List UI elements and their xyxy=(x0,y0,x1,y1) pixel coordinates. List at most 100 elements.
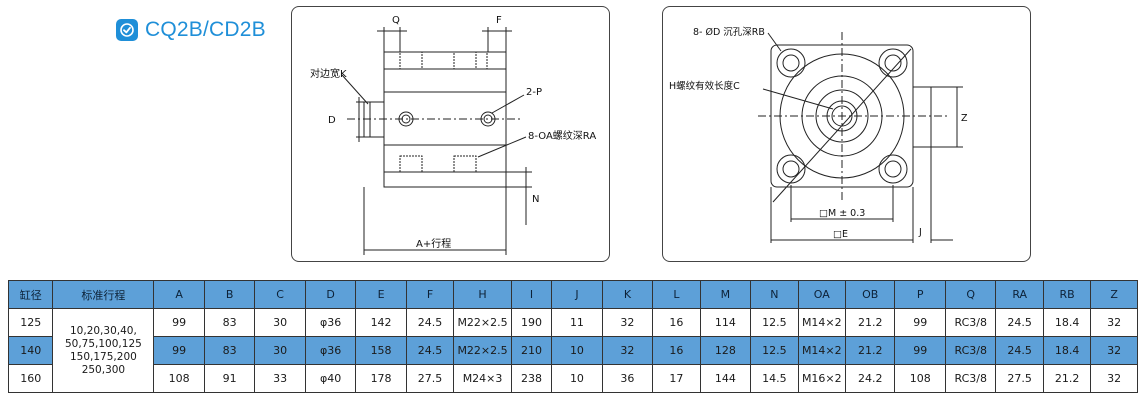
cell-e: 142 xyxy=(355,308,407,337)
cell-d: φ40 xyxy=(304,364,357,393)
cell-k: 32 xyxy=(601,308,654,337)
cell-q: RC3/8 xyxy=(944,364,997,393)
column-header: RA xyxy=(995,280,1044,309)
cell-a: 99 xyxy=(153,336,205,365)
cell-d: φ36 xyxy=(304,308,357,337)
cell-rb: 18.4 xyxy=(1042,336,1092,365)
cell-j: 10 xyxy=(551,336,603,365)
spec-table: 缸径 标准行程 A B C D E F H I J K L M N OA OB … xyxy=(7,280,1138,393)
cell-z: 32 xyxy=(1090,336,1138,365)
column-header: OB xyxy=(845,280,896,309)
cell-ra: 24.5 xyxy=(995,336,1044,365)
column-header: 标准行程 xyxy=(52,280,155,309)
cell-p: 99 xyxy=(894,308,946,337)
cell-d: φ36 xyxy=(304,336,357,365)
cell-f: 24.5 xyxy=(405,336,455,365)
cell-k: 36 xyxy=(601,364,654,393)
cell-e: 178 xyxy=(355,364,407,393)
column-header: D xyxy=(304,280,357,309)
side-p-label: 2-P xyxy=(526,87,542,98)
cell-b: 91 xyxy=(203,364,256,393)
cell-l: 16 xyxy=(652,336,701,365)
product-title-text: CQ2B/CD2B xyxy=(145,18,266,41)
cell-j: 11 xyxy=(551,308,603,337)
cell-c: 30 xyxy=(254,308,306,337)
cell-oa: M14×2 xyxy=(797,308,847,337)
cell-oa: M16×2 xyxy=(797,364,847,393)
cell-m: 128 xyxy=(699,336,752,365)
product-title: CQ2B/CD2B xyxy=(116,18,266,42)
front-view-drawing: 8- ØD 沉孔深RB H螺纹有效长度C Z □M ± 0.3 □E J xyxy=(662,6,1031,262)
cell-bore: 125 xyxy=(7,308,54,337)
cell-i: 190 xyxy=(510,308,553,337)
cell-p: 108 xyxy=(894,364,946,393)
cell-n: 12.5 xyxy=(750,308,799,337)
table-row: 125 10,20,30,40, 50,75,100,125 150,175,2… xyxy=(7,308,1138,393)
stroke-line: 50,75,100,125 xyxy=(64,337,142,350)
cell-rb: 21.2 xyxy=(1042,364,1092,393)
cell-ra: 24.5 xyxy=(995,308,1044,337)
cell-i: 238 xyxy=(510,364,553,393)
side-view-drawing: Q F 对边宽K D 2-P 8-OA螺纹深RA N A+行程 xyxy=(291,6,610,262)
cell-e: 158 xyxy=(355,336,407,365)
front-h-label: H螺纹有效长度C xyxy=(669,80,740,92)
cell-ob: 24.2 xyxy=(845,364,896,393)
cell-c: 30 xyxy=(254,336,306,365)
column-header: M xyxy=(699,280,752,309)
side-k-label: 对边宽K xyxy=(310,67,347,80)
column-header: L xyxy=(652,280,701,309)
cell-l: 17 xyxy=(652,364,701,393)
cell-oa: M14×2 xyxy=(797,336,847,365)
cell-b: 83 xyxy=(203,308,256,337)
cell-p: 99 xyxy=(894,336,946,365)
front-e-label: □E xyxy=(833,229,848,240)
column-header: K xyxy=(601,280,654,309)
cell-n: 12.5 xyxy=(750,336,799,365)
column-header: C xyxy=(254,280,306,309)
cell-ra: 27.5 xyxy=(995,364,1044,393)
column-header: P xyxy=(894,280,946,309)
column-header: 缸径 xyxy=(7,280,54,309)
table-row: 160 108 91 33 φ40 178 27.5 M24×3 238 10 … xyxy=(7,364,1138,393)
front-m-label: □M ± 0.3 xyxy=(819,208,865,219)
side-f-label: F xyxy=(496,15,502,26)
stroke-line: 250,300 xyxy=(81,363,126,376)
side-stroke-label: A+行程 xyxy=(416,237,451,250)
cell-l: 16 xyxy=(652,308,701,337)
stroke-line: 150,175,200 xyxy=(70,350,137,363)
column-header: N xyxy=(750,280,799,309)
front-d-hole-label: 8- ØD 沉孔深RB xyxy=(693,27,765,38)
front-z-label: Z xyxy=(961,113,968,124)
cell-k: 32 xyxy=(601,336,654,365)
table-header-row: 缸径 标准行程 A B C D E F H I J K L M N OA OB … xyxy=(7,280,1138,309)
cell-rb: 18.4 xyxy=(1042,308,1092,337)
cell-bore: 140 xyxy=(7,336,54,365)
side-d-label: D xyxy=(328,115,336,126)
column-header: F xyxy=(405,280,455,309)
stroke-line: 10,20,30,40, xyxy=(70,324,137,337)
cell-j: 10 xyxy=(551,364,603,393)
column-header: J xyxy=(551,280,603,309)
cell-q: RC3/8 xyxy=(944,308,997,337)
cell-a: 108 xyxy=(153,364,205,393)
side-oa-label: 8-OA螺纹深RA xyxy=(528,129,596,142)
side-q-label: Q xyxy=(392,15,400,26)
column-header: B xyxy=(203,280,256,309)
column-header: Q xyxy=(944,280,997,309)
cell-m: 114 xyxy=(699,308,752,337)
cell-f: 27.5 xyxy=(405,364,455,393)
cell-standard-stroke: 10,20,30,40, 50,75,100,125 150,175,200 2… xyxy=(52,308,155,393)
cell-i: 210 xyxy=(510,336,553,365)
table-row: 140 99 83 30 φ36 158 24.5 M22×2.5 210 10… xyxy=(7,336,1138,365)
column-header: E xyxy=(355,280,407,309)
column-header: H xyxy=(453,280,512,309)
cell-ob: 21.2 xyxy=(845,308,896,337)
column-header: RB xyxy=(1042,280,1092,309)
column-header: Z xyxy=(1090,280,1138,309)
column-header: I xyxy=(510,280,553,309)
cell-n: 14.5 xyxy=(750,364,799,393)
cell-f: 24.5 xyxy=(405,308,455,337)
side-n-label: N xyxy=(532,194,539,205)
front-j-label: J xyxy=(918,227,922,238)
cell-c: 33 xyxy=(254,364,306,393)
